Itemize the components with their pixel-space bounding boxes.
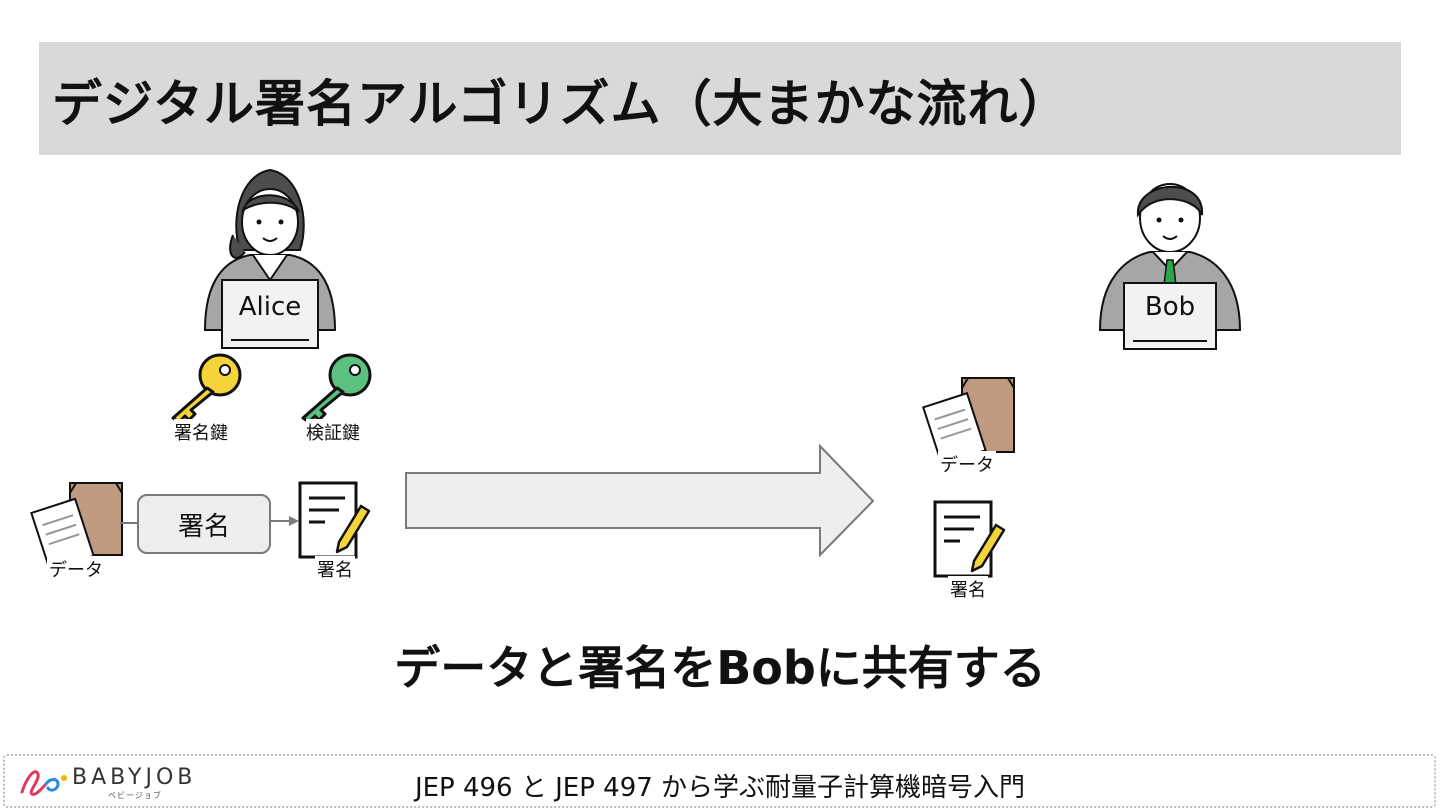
left-data-label: データ (47, 556, 105, 582)
signing-key-label: 署名鍵 (174, 419, 228, 445)
sign-process-box: 署名 (137, 494, 271, 554)
verification-key-label: 検証鍵 (306, 419, 360, 445)
verification-key-icon (298, 350, 378, 425)
share-arrow (405, 445, 877, 557)
slide-title: デジタル署名アルゴリズム（大まかな流れ） (52, 64, 1070, 136)
bob-name-label: Bob (1140, 292, 1200, 322)
signing-key-icon (165, 350, 245, 425)
left-signature-icon (295, 478, 375, 563)
alice-name-label: Alice (232, 292, 308, 322)
left-signature-label: 署名 (315, 556, 355, 582)
right-data-label: データ (938, 451, 996, 477)
right-signature-icon (930, 497, 1010, 582)
footer-title: JEP 496 と JEP 497 から学ぶ耐量子計算機暗号入門 (0, 767, 1440, 804)
right-signature-label: 署名 (948, 576, 988, 602)
share-caption: データと署名をBobに共有する (0, 632, 1440, 698)
